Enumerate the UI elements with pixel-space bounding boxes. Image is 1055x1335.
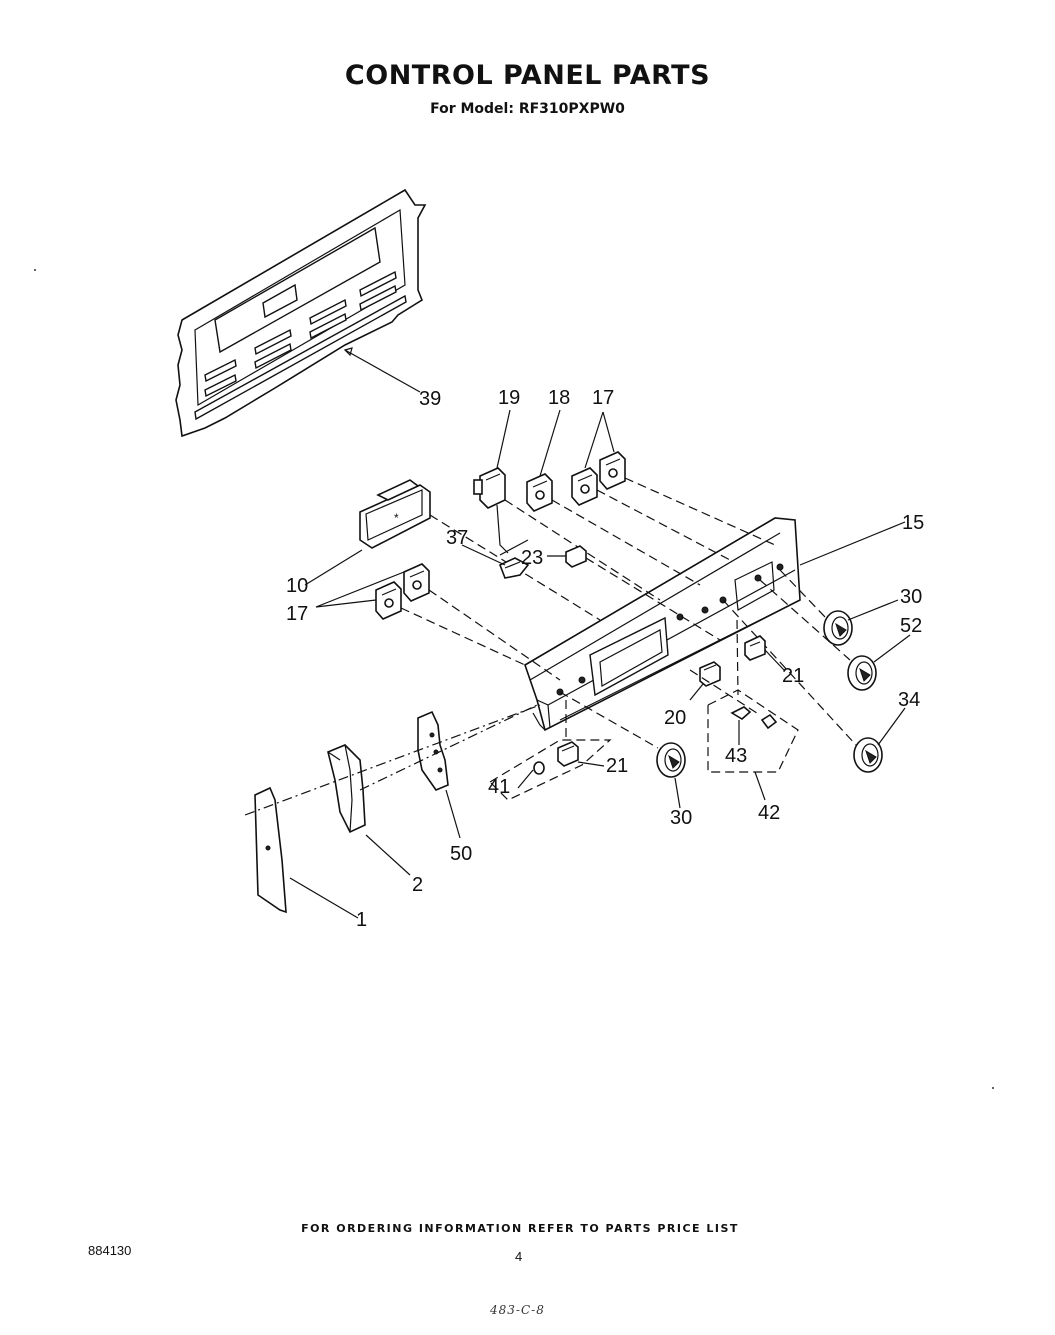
switch-part-20	[699, 661, 721, 687]
group-outline-41	[489, 739, 612, 801]
switch-part-17-left-upper	[403, 563, 430, 602]
knob-part-30-right	[823, 610, 853, 646]
group-outline-42	[707, 689, 799, 773]
bracket-part-37	[498, 557, 530, 579]
handwritten-code: 483-C-8	[490, 1303, 545, 1317]
leader-30a	[847, 599, 899, 621]
callout-34: 34	[898, 689, 920, 711]
align-line-52	[759, 579, 851, 661]
switch-part-19	[473, 467, 529, 556]
connector-part-23	[565, 545, 587, 568]
knob-part-52	[847, 655, 877, 691]
document-number: 884130	[88, 1243, 132, 1258]
callout-1: 1	[356, 909, 367, 931]
knob-part-30-lower	[656, 742, 686, 778]
leader-19	[496, 409, 511, 469]
align-line-34	[722, 599, 857, 746]
leader-21b	[577, 761, 605, 767]
leader-10	[304, 549, 363, 586]
leader-17b-upper	[315, 571, 405, 608]
leader-52	[873, 634, 911, 663]
callout-2: 2	[412, 874, 423, 896]
leader-17a-left	[584, 411, 604, 469]
page-title: CONTROL PANEL PARTS	[344, 60, 711, 91]
callout-50: 50	[450, 843, 472, 865]
page-number: 4	[515, 1249, 523, 1264]
leader-20	[689, 683, 704, 701]
callout-10: 10	[286, 575, 308, 597]
callout-20: 20	[664, 707, 686, 729]
callout-52: 52	[900, 615, 922, 637]
clip-part-21-lower	[557, 741, 579, 767]
model-subtitle: For Model: RF310PXPW0	[430, 101, 625, 117]
switch-part-18	[526, 473, 553, 512]
leader-30b	[674, 777, 681, 809]
switch-part-17-top-left	[571, 467, 598, 506]
callout-23: 23	[521, 547, 543, 569]
rear-panel-part-39	[175, 188, 427, 438]
leader-41	[517, 769, 534, 789]
ordering-info-note: FOR ORDERING INFORMATION REFER TO PARTS …	[301, 1222, 739, 1235]
align-line-30b	[559, 691, 659, 749]
knob-part-34	[853, 737, 883, 773]
bulb-part-41	[533, 761, 545, 775]
callout-17-left: 17	[286, 603, 308, 625]
callout-42: 42	[758, 802, 780, 824]
end-cap-part-2	[327, 744, 366, 834]
switch-part-17-left-lower	[375, 581, 402, 620]
align-line-18	[551, 499, 701, 586]
side-trim-part-1	[254, 786, 287, 914]
callout-21-right: 21	[782, 665, 804, 687]
leader-1	[289, 877, 359, 919]
control-panel-part-15	[524, 517, 801, 732]
callout-39: 39	[419, 388, 441, 410]
leader-2	[365, 834, 411, 876]
align-line-30a	[779, 569, 827, 619]
callout-30-lower: 30	[670, 807, 692, 829]
leader-50	[445, 789, 461, 839]
leader-17b-lower	[315, 599, 377, 608]
callout-43: 43	[725, 745, 747, 767]
leader-15	[799, 521, 906, 566]
switch-part-17-top-right	[599, 451, 626, 490]
callout-21-lower: 21	[606, 755, 628, 777]
align-line-side	[244, 704, 541, 816]
bulb-part-43	[730, 706, 778, 730]
callout-19: 19	[498, 387, 520, 409]
leader-18	[539, 409, 561, 477]
display-part-10: *	[359, 479, 431, 549]
callout-37: 37	[446, 527, 468, 549]
leader-37	[461, 544, 506, 566]
bracket-part-50	[417, 710, 449, 791]
leader-42	[754, 771, 766, 801]
leader-34	[877, 707, 906, 746]
align-line-23	[585, 557, 721, 641]
leader-17a-right	[602, 411, 615, 453]
callout-41: 41	[488, 776, 510, 798]
align-line-17a	[596, 489, 731, 561]
leader-21a	[764, 649, 785, 671]
align-line-cap	[359, 704, 538, 791]
callout-30-right: 30	[900, 586, 922, 608]
callout-15: 15	[902, 512, 924, 534]
align-line-17d	[400, 607, 526, 666]
svg-text:*: *	[394, 511, 399, 525]
leader-39	[344, 349, 421, 393]
align-line-17c	[428, 589, 561, 681]
align-line-21a	[736, 619, 739, 696]
callout-17-top: 17	[592, 387, 614, 409]
clip-part-21-right	[744, 635, 766, 661]
callout-18: 18	[548, 387, 570, 409]
